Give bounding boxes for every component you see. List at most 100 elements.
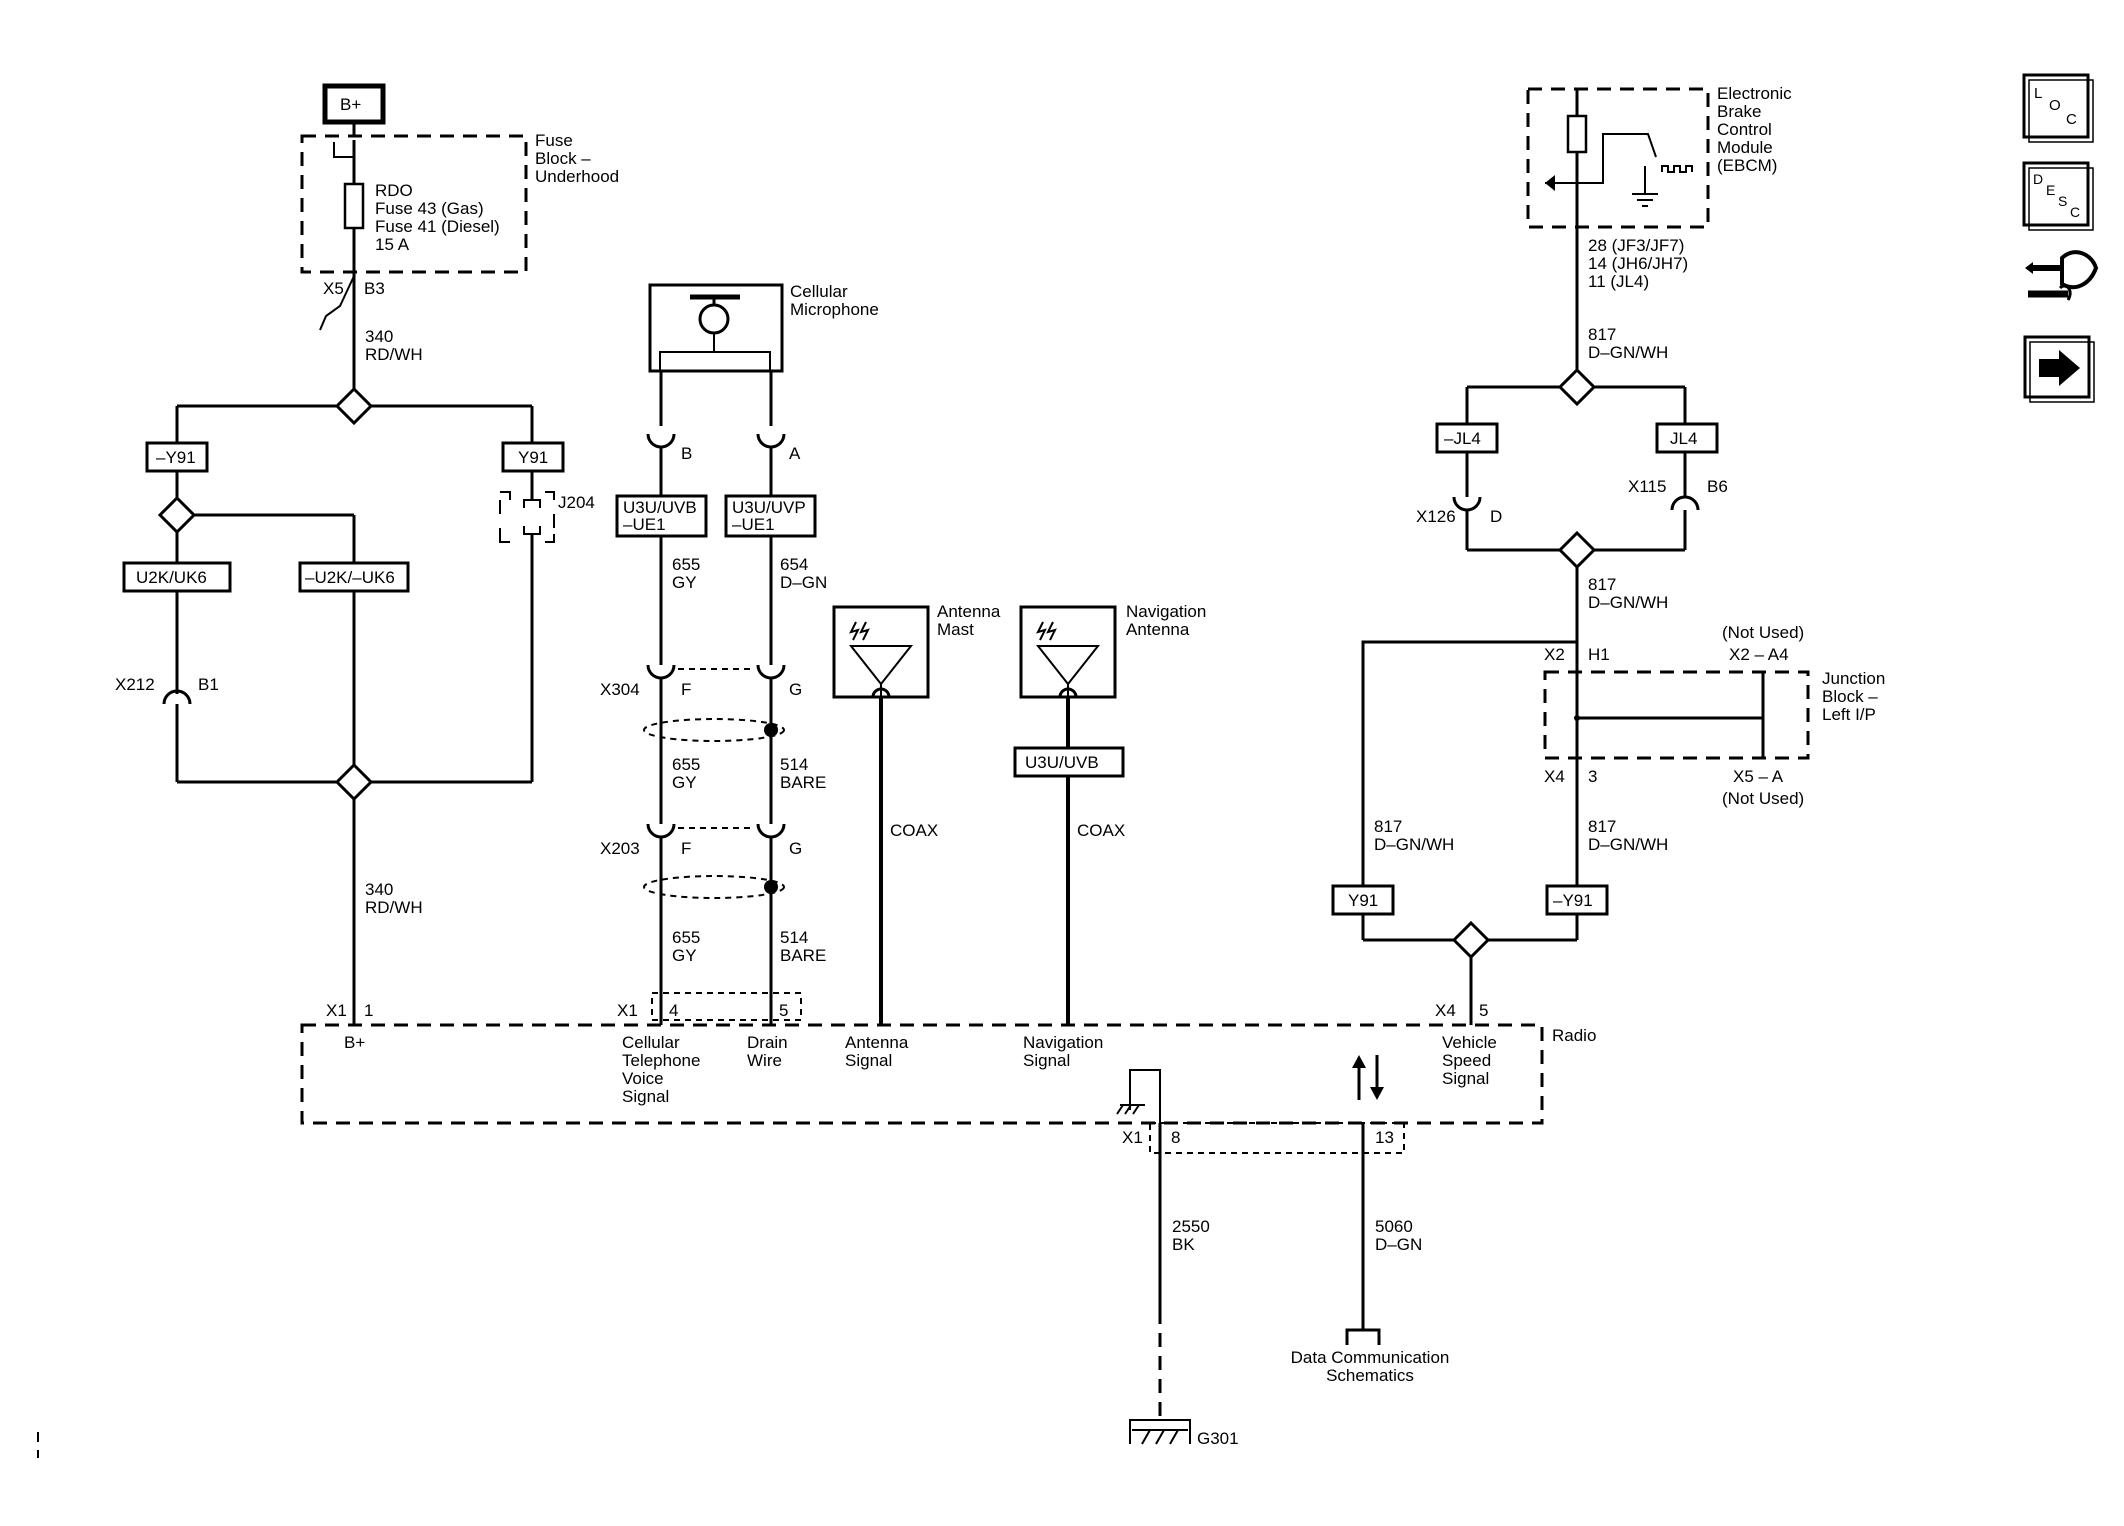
splice-diamond-right-bottom (1451, 920, 1491, 960)
fuse-label-amps: 15 A (375, 235, 410, 254)
fuse-block-name-1: Fuse (535, 131, 573, 150)
wire-340-top-number: 340 (365, 327, 393, 346)
option-y91-right: Y91 (1348, 891, 1378, 910)
mic-option-left-2: –UE1 (623, 515, 666, 534)
radio-module: Radio X1 1 B+ X1 4 5 Cellular Telephone … (300, 992, 1596, 1154)
ebcm-pin-3: 11 (JL4) (1588, 272, 1649, 291)
connector-end-view-icon[interactable] (2025, 250, 2099, 301)
radio-pin-8: 8 (1171, 1128, 1180, 1147)
right-data-circuit: –JL4 JL4 X126 D X115 B6 817 D–GN/WH X2 H… (1331, 367, 1885, 1025)
wire-340-bottom-number: 340 (365, 880, 393, 899)
wire-655-b-number: 655 (672, 755, 700, 774)
svg-text:C: C (2066, 111, 2077, 128)
drain-wire-2: Wire (747, 1051, 782, 1070)
x115-pin: B6 (1707, 477, 1728, 496)
svg-text:O: O (2049, 97, 2061, 114)
antenna-mast-name-1: Antenna (937, 602, 1001, 621)
fuse-block-connector: X5 (323, 279, 344, 298)
wire-817-top-color: D–GN/WH (1588, 343, 1668, 362)
option-not-u2k-uk6: –U2K/–UK6 (305, 568, 395, 587)
ground-g301-label: G301 (1197, 1429, 1239, 1448)
data-comm-name-2: Schematics (1326, 1366, 1414, 1385)
wire-2550-color: BK (1172, 1235, 1195, 1254)
antenna-signal-1: Antenna (845, 1033, 909, 1052)
wire-817-left-number: 817 (1374, 817, 1402, 836)
wire-655-a-number: 655 (672, 555, 700, 574)
x115-connector: X115 (1628, 477, 1666, 496)
jb-x4-connector: X4 (1544, 767, 1565, 786)
j204-label: J204 (558, 493, 595, 512)
radio-pin-13: 13 (1375, 1128, 1394, 1147)
ebcm-name-3: Control (1717, 120, 1772, 139)
drain-wire-1: Drain (747, 1033, 788, 1052)
jb-x2-connector: X2 (1544, 645, 1565, 664)
antenna-mast-coax: COAX (890, 821, 938, 840)
ebcm-name-4: Module (1717, 138, 1773, 157)
jb-not-used-bottom: (Not Used) (1722, 789, 1804, 808)
radio-pin-5b: 5 (1479, 1001, 1488, 1020)
microphone-name-2: Microphone (790, 300, 879, 319)
navigation-antenna: U3U/UVB Navigation Antenna COAX (1013, 602, 1206, 1025)
microphone-pin-a: A (789, 444, 801, 463)
radio-pin-1: 1 (364, 1001, 373, 1020)
wire-340-top-color: RD/WH (365, 345, 423, 364)
jb-x5-a: X5 – A (1733, 767, 1784, 786)
radio-x1-bottom: X1 (1122, 1128, 1143, 1147)
nav-antenna-coax: COAX (1077, 821, 1125, 840)
svg-text:S: S (2058, 193, 2067, 209)
loc-icon[interactable]: L O C (2022, 73, 2094, 143)
ebcm-name-1: Electronic (1717, 84, 1792, 103)
wire-817-right-color: D–GN/WH (1588, 835, 1668, 854)
antenna-signal-2: Signal (845, 1051, 892, 1070)
radio-pin-4: 4 (669, 1001, 678, 1020)
fuse-block-underhood: RDO Fuse 43 (Gas) Fuse 41 (Diesel) 15 A … (300, 131, 619, 331)
x126-connector: X126 (1416, 507, 1456, 526)
ebcm-pin-2: 14 (JH6/JH7) (1588, 254, 1688, 273)
cellular-microphone: Cellular Microphone B A U3U/UVB –UE1 U3U… (600, 282, 879, 1025)
jb-x2-a4: X2 – A4 (1729, 645, 1789, 664)
wire-655-a-color: GY (672, 573, 697, 592)
splice-diamond-right-mid (1557, 530, 1597, 570)
wire-817-mid-number: 817 (1588, 575, 1616, 594)
x203-pin-f: F (681, 839, 691, 858)
ebcm-name-2: Brake (1717, 102, 1761, 121)
next-arrow-icon[interactable] (2023, 335, 2095, 403)
wire-655-c-color: GY (672, 946, 697, 965)
fuse-label-rdo: RDO (375, 181, 413, 200)
cell-signal-2: Telephone (622, 1051, 700, 1070)
jb-not-used-top: (Not Used) (1722, 623, 1804, 642)
wire-514-a-number: 514 (780, 755, 808, 774)
radio-x1-mid: X1 (617, 1001, 638, 1020)
data-communication-link: Data Communication Schematics 5060 D–GN (1291, 1123, 1450, 1385)
data-comm-name-1: Data Communication (1291, 1348, 1450, 1367)
wire-817-mid-color: D–GN/WH (1588, 593, 1668, 612)
vss-1: Vehicle (1442, 1033, 1497, 1052)
nav-antenna-name-1: Navigation (1126, 602, 1206, 621)
jb-name-2: Block – (1822, 687, 1878, 706)
jb-pin-3: 3 (1588, 767, 1597, 786)
left-b-plus-circuit: 340 RD/WH –Y91 Y91 U2K/UK6 –U2K/–UK6 X21… (115, 290, 595, 1025)
svg-text:D: D (2033, 171, 2043, 187)
microphone-pin-b: B (681, 444, 692, 463)
nav-signal-2: Signal (1023, 1051, 1070, 1070)
x126-pin: D (1490, 507, 1502, 526)
wire-817-left-color: D–GN/WH (1374, 835, 1454, 854)
battery-plus-label: B+ (340, 95, 361, 114)
nav-signal-1: Navigation (1023, 1033, 1103, 1052)
svg-text:L: L (2034, 85, 2042, 102)
power-feed-section: B+ (322, 83, 386, 136)
option-y91-left: Y91 (518, 448, 548, 467)
ebcm-pin-1: 28 (JF3/JF7) (1588, 236, 1684, 255)
wire-654-color: D–GN (780, 573, 827, 592)
option-not-jl4: –JL4 (1444, 429, 1481, 448)
splice-diamond-left-bottom (334, 762, 374, 802)
x212-connector: X212 (115, 675, 155, 694)
wire-655-c-number: 655 (672, 928, 700, 947)
splice-diamond-right-top (1557, 367, 1597, 407)
wire-5060-color: D–GN (1375, 1235, 1422, 1254)
jb-name-1: Junction (1822, 669, 1885, 688)
desc-icon[interactable]: D E S C (2022, 161, 2094, 231)
nav-antenna-option: U3U/UVB (1025, 753, 1099, 772)
cell-signal-1: Cellular (622, 1033, 680, 1052)
wire-817-right-number: 817 (1588, 817, 1616, 836)
